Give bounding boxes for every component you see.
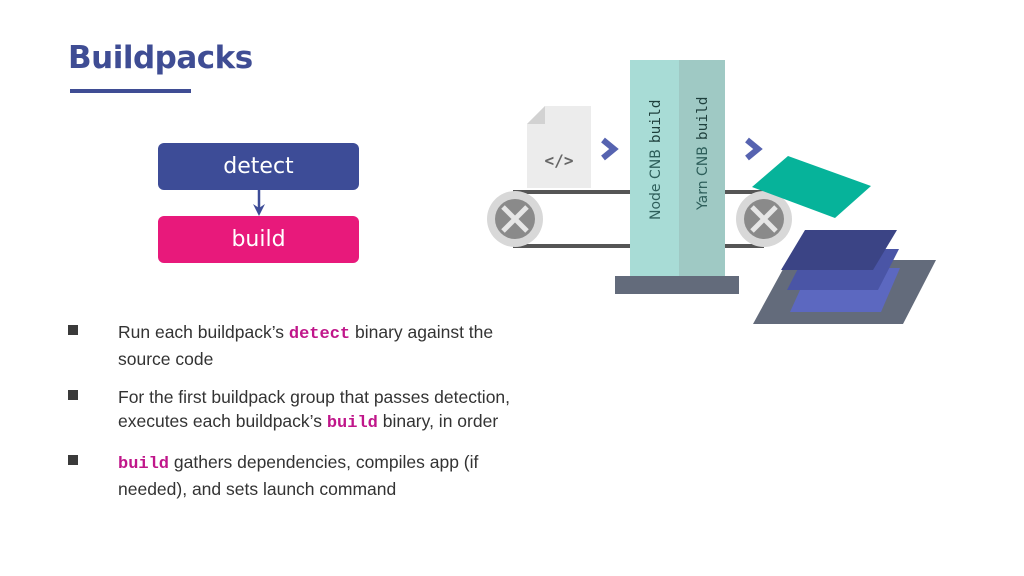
bullet-item: Run each buildpack’s detect binary again…	[68, 320, 548, 371]
square-bullet-icon	[68, 455, 78, 465]
bullet-text: binary against the source code	[118, 322, 494, 369]
bullet-list: Run each buildpack’s detect binary again…	[68, 320, 548, 515]
bullet-code: build	[118, 455, 170, 474]
down-arrow-icon	[253, 190, 265, 216]
node-cnb-code: build	[648, 100, 664, 144]
build-stage-box: build	[158, 216, 359, 263]
yarn-cnb-pillar	[679, 60, 725, 276]
bullet-item: build gathers dependencies, compiles app…	[68, 450, 548, 501]
conveyor-wheel-icon	[487, 191, 543, 247]
bullet-text: For the first buildpack group that passe…	[118, 387, 511, 431]
bullet-code: build	[326, 414, 378, 433]
chevron-right-icon	[745, 137, 763, 161]
square-bullet-icon	[68, 390, 78, 400]
conveyor-wheel-icon	[736, 191, 792, 247]
square-bullet-icon	[68, 325, 78, 335]
slide-title: Buildpacks	[68, 40, 253, 76]
detect-stage-box: detect	[158, 143, 359, 190]
pillar-base	[615, 276, 739, 294]
source-file-icon: </>	[527, 106, 591, 188]
source-file-tag: </>	[545, 151, 574, 170]
bullet-item: For the first buildpack group that passe…	[68, 385, 548, 436]
bullet-text: binary, in order	[377, 411, 499, 431]
yarn-cnb-name: Yarn CNB	[695, 146, 711, 211]
chevron-right-icon	[601, 137, 619, 161]
bullet-text: gathers dependencies, compiles app (if n…	[118, 452, 479, 499]
yarn-cnb-label: Yarn CNB build	[695, 96, 711, 211]
node-cnb-pillar	[630, 60, 679, 276]
bullet-code: detect	[288, 325, 351, 344]
node-cnb-label: Node CNB build	[648, 100, 664, 221]
title-underline	[70, 89, 191, 93]
yarn-cnb-code: build	[695, 96, 711, 140]
image-layers-icon	[752, 156, 936, 324]
bullet-text: Run each buildpack’s	[118, 322, 289, 342]
node-cnb-name: Node CNB	[648, 149, 664, 220]
